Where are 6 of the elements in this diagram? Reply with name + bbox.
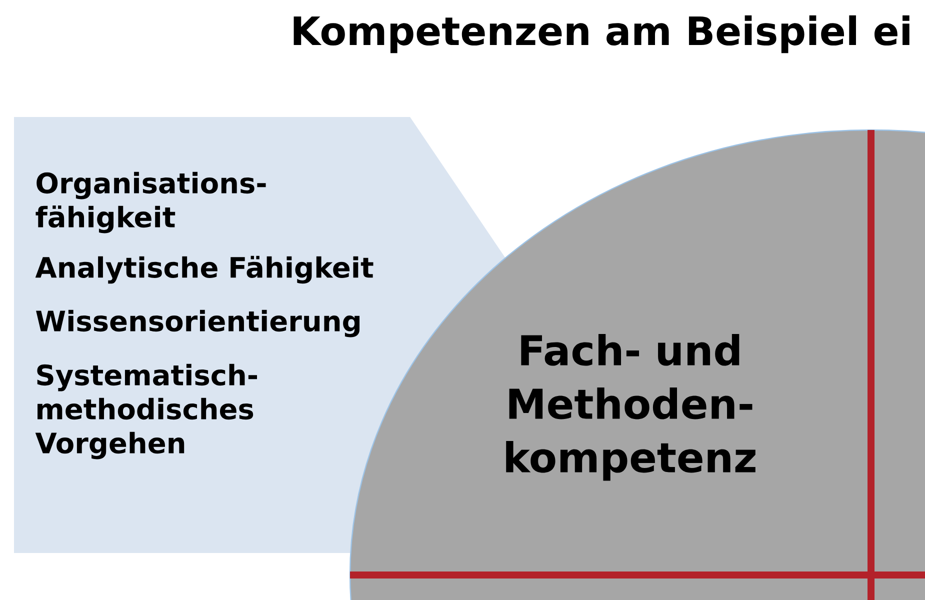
skill-text: Wissensorientierung xyxy=(36,310,360,338)
skill-text: Analytische Fähigkeit xyxy=(35,256,374,284)
skill-text: Systematisch-methodisches Vorgehen xyxy=(35,364,257,460)
quadrant-label: Fach- und Methoden-kompetenz xyxy=(506,334,756,481)
title: Kompetenzen am Beispiel ei xyxy=(294,15,910,54)
skill-text: Organisations-fähigkeit xyxy=(36,172,266,234)
